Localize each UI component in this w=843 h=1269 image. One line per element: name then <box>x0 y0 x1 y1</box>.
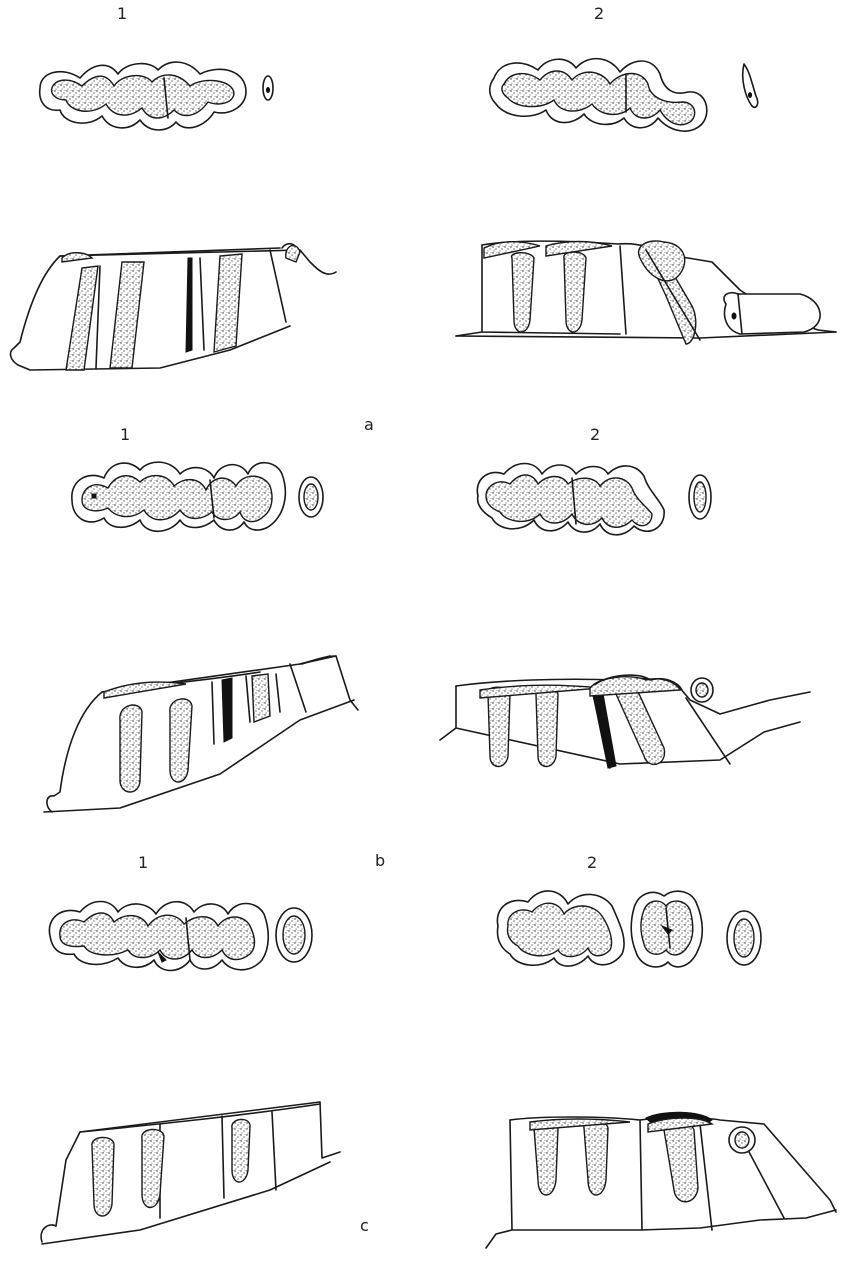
row-a-left-occlusal-view <box>40 62 273 130</box>
row-b-left-occlusal-view <box>72 462 323 531</box>
row-b-right-occlusal-view <box>477 464 711 535</box>
row-c-left-occlusal-view <box>49 902 312 971</box>
row-a-right-lateral-view <box>456 241 836 344</box>
row-b-left-lateral-view <box>44 656 358 812</box>
row-c-right-occlusal-view <box>497 891 761 967</box>
row-c-right-lateral-view <box>486 1112 836 1248</box>
row-b-right-lateral-view <box>440 675 810 768</box>
row-a-left-lateral-view <box>11 244 336 370</box>
row-a-right-occlusal-view <box>490 59 758 131</box>
row-c-left-lateral-view <box>41 1102 340 1244</box>
